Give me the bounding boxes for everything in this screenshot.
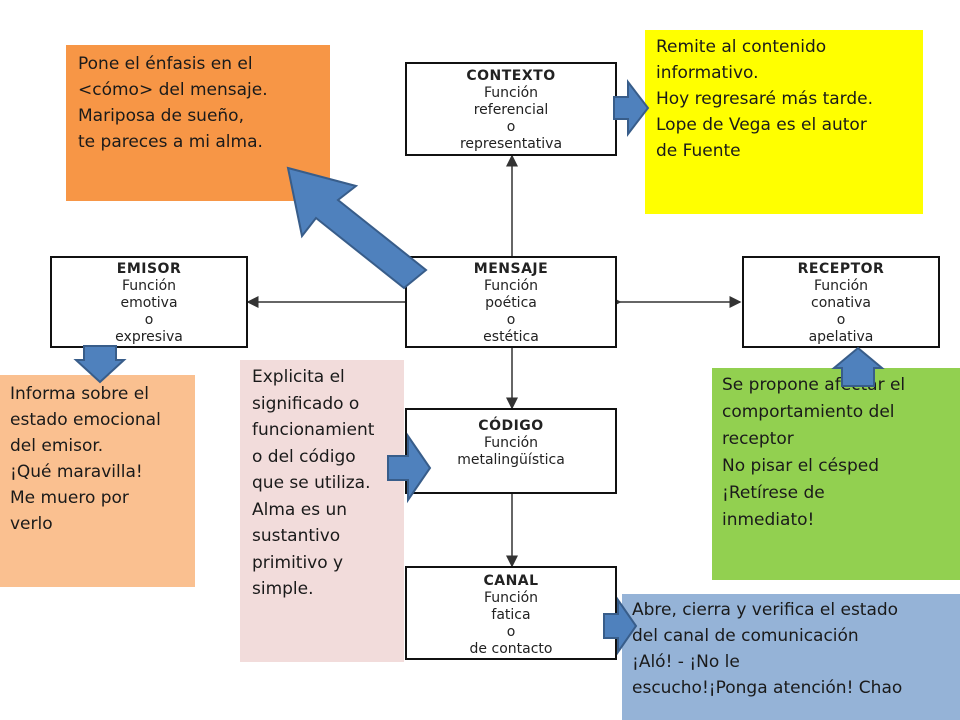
contexto-line: Función [483,85,539,101]
canal-line: de contacto [469,641,553,657]
note-line: <cómo> del mensaje. [78,80,268,100]
canal-line: fatica [491,607,531,623]
note-fatica: Abre, cierra y verifica el estado del ca… [622,594,960,720]
emisor-title: EMISOR [116,261,182,277]
mensaje-line: estética [483,329,539,345]
arrow-to-emotiva-icon [73,345,127,384]
note-line: funcionamient [252,420,375,440]
arrow-to-receptor-icon [831,346,885,387]
note-line: No pisar el césped [722,456,879,476]
note-line: Lope de Vega es el autor [656,115,867,135]
contexto-line: o [506,119,516,135]
note-line: receptor [722,429,794,449]
canal-line: Función [483,590,539,606]
canal-box: CANAL Función fatica o de contacto [405,566,617,660]
contexto-title: CONTEXTO [466,68,556,84]
contexto-line: referencial [473,102,549,118]
note-line: o del código [252,446,356,467]
note-line: Me muero por [10,488,129,508]
note-line: ¡Qué maravilla! [10,462,143,482]
arrow-to-fatica-icon [603,596,638,656]
note-line: verlo [10,514,53,534]
note-line: primitivo y [252,552,344,573]
codigo-title: CÓDIGO [478,418,544,434]
note-line: que se utiliza. [252,473,371,493]
note-line: Mariposa de sueño, [78,106,244,126]
note-line: Informa sobre el [10,384,149,404]
note-line: Abre, cierra y verifica el estado [632,600,899,620]
note-line: estado emocional [10,410,161,430]
note-line: informativo. [656,63,759,83]
mensaje-line: o [506,312,516,328]
note-line: simple. [252,579,314,599]
canal-line: o [506,624,516,640]
note-metalinguistica: Explicita el significado o funcionamient… [240,360,404,662]
note-line: significado o [252,393,360,414]
note-line: inmediato! [722,510,815,530]
canal-title: CANAL [483,573,539,589]
note-line: escucho!¡Ponga atención! Chao [632,678,903,698]
contexto-line: representativa [459,136,563,152]
note-line: del emisor. [10,436,104,456]
note-line: ¡Aló! - ¡No le [632,652,740,672]
receptor-line: conativa [811,295,871,311]
codigo-line: Función [483,435,539,451]
codigo-box: CÓDIGO Función metalingüística [405,408,617,494]
arrow-to-poetica-icon [286,166,428,290]
mensaje-line: poética [485,295,537,311]
note-line: Explicita el [252,367,345,387]
receptor-line: apelativa [808,329,874,345]
receptor-box: RECEPTOR Función conativa o apelativa [742,256,940,348]
note-line: sustantivo [252,526,341,546]
receptor-line: o [836,312,846,328]
arrow-to-codigo-icon [387,432,432,504]
contexto-box: CONTEXTO Función referencial o represent… [405,62,617,156]
note-line: Pone el énfasis en el [78,54,253,74]
arrow-to-referencial-icon [613,79,650,137]
receptor-line: Función [813,278,869,294]
note-line: ¡Retírese de [722,483,825,503]
note-emotiva: Informa sobre el estado emocional del em… [0,375,195,587]
mensaje-title: MENSAJE [473,261,549,277]
note-referencial: Remite al contenido informativo. Hoy reg… [645,30,923,214]
emisor-box: EMISOR Función emotiva o expresiva [50,256,248,348]
codigo-line: metalingüística [457,452,565,468]
note-line: del canal de comunicación [632,626,859,646]
note-conativa: Se propone afectar el comportamiento del… [712,368,960,580]
note-line: Remite al contenido [656,37,827,57]
mensaje-line: Función [483,278,539,294]
emisor-line: o [144,312,154,328]
emisor-line: expresiva [115,329,183,345]
note-line: Alma es un [252,499,348,520]
note-line: Hoy regresaré más tarde. [656,89,874,109]
emisor-line: Función [121,278,177,294]
note-line: te pareces a mi alma. [78,132,263,152]
mensaje-box: MENSAJE Función poética o estética [405,256,617,348]
note-poetica: Pone el énfasis en el <cómo> del mensaje… [66,45,330,201]
note-line: comportamiento del [722,402,895,422]
receptor-title: RECEPTOR [797,261,885,277]
note-line: de Fuente [656,141,741,161]
emisor-line: emotiva [120,295,178,311]
